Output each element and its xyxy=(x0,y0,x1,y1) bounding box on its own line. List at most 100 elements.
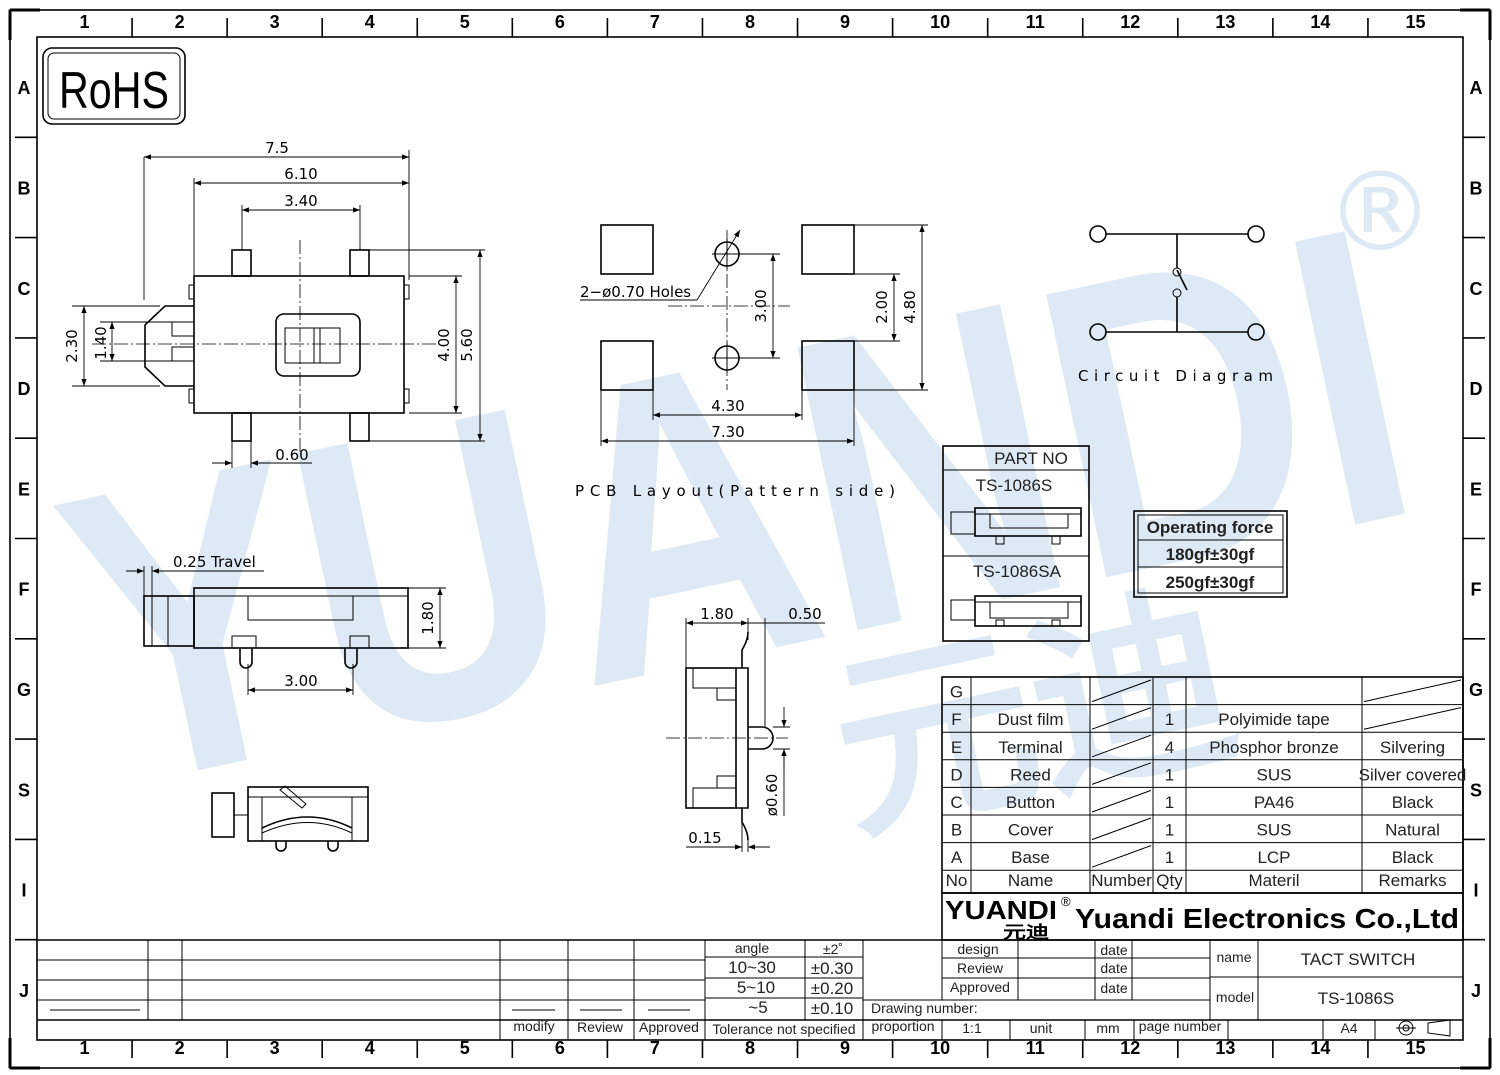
row-marker-J: J xyxy=(19,981,29,1001)
section-view xyxy=(211,785,369,852)
bom-qty-b: 1 xyxy=(1165,821,1174,840)
row-marker-E: E xyxy=(18,479,30,499)
date-label-3: date xyxy=(1100,980,1127,996)
review-label: Review xyxy=(577,1019,624,1035)
bom-no-a: A xyxy=(951,848,963,867)
part-no-table: PART NO TS-1086S TS-1086SA xyxy=(942,445,1090,642)
bom-name-b: Cover xyxy=(1008,821,1054,840)
name-value: TACT SWITCH xyxy=(1301,950,1416,969)
dim-pcb-3-00: 3.00 xyxy=(752,289,770,322)
bom-name-c: Button xyxy=(1006,793,1055,812)
bom-name-f: Dust film xyxy=(997,710,1063,729)
column-marker-11: 11 xyxy=(1026,12,1045,32)
bom-qty-d: 1 xyxy=(1165,765,1174,784)
dim-3-40: 3.40 xyxy=(284,192,317,210)
paper-size: A4 xyxy=(1340,1020,1357,1036)
dim-1-40: 1.40 xyxy=(92,326,110,359)
dim-end-0-15: 0.15 xyxy=(688,829,721,847)
row-marker-F: F xyxy=(19,580,30,600)
dim-6-10: 6.10 xyxy=(284,165,317,183)
design-label: design xyxy=(957,941,998,957)
bom-no-f: F xyxy=(951,710,961,729)
tol-5-range: ~5 xyxy=(748,998,767,1017)
column-marker-12: 12 xyxy=(1120,1038,1140,1058)
row-marker-B: B xyxy=(18,178,31,198)
bom-header-name: Name xyxy=(1008,871,1053,890)
watermark-registered: ® xyxy=(1325,148,1435,276)
bom-qty-a: 1 xyxy=(1165,848,1174,867)
bom-header-no: No xyxy=(946,871,968,890)
bom-header-remarks: Remarks xyxy=(1378,871,1446,890)
tol-5-value: ±0.10 xyxy=(811,999,853,1018)
bom-material-e: Phosphor bronze xyxy=(1209,738,1338,757)
bom-material-b: SUS xyxy=(1257,821,1292,840)
review2-label: Review xyxy=(957,960,1004,976)
column-marker-7: 7 xyxy=(650,12,660,32)
column-marker-10: 10 xyxy=(930,12,950,32)
bom-material-a: LCP xyxy=(1257,848,1290,867)
bom-header-number: Number xyxy=(1091,871,1152,890)
column-marker-5: 5 xyxy=(460,12,470,32)
bom-header-qty: Qty xyxy=(1156,871,1183,890)
row-marker-C: C xyxy=(1470,279,1483,299)
operating-force-180: 180gf±30gf xyxy=(1166,545,1255,564)
column-marker-8: 8 xyxy=(745,12,755,32)
company-logo: YUANDI xyxy=(945,895,1057,925)
column-marker-5: 5 xyxy=(460,1038,470,1058)
row-marker-E: E xyxy=(1470,479,1482,499)
column-marker-7: 7 xyxy=(650,1038,660,1058)
dim-holes: 2−ø0.70 Holes xyxy=(580,283,691,301)
row-marker-A: A xyxy=(1470,78,1483,98)
column-marker-4: 4 xyxy=(365,12,375,32)
row-marker-D: D xyxy=(1470,379,1483,399)
part-no-variant-1: TS-1086S xyxy=(976,476,1053,495)
bom-material-c: PA46 xyxy=(1254,793,1294,812)
company-logo-registered: ® xyxy=(1061,894,1071,909)
row-marker-S: S xyxy=(18,780,30,800)
date-label-1: date xyxy=(1100,942,1127,958)
bom-remarks-b: Natural xyxy=(1385,821,1440,840)
column-marker-2: 2 xyxy=(175,1038,185,1058)
part-no-variant-2: TS-1086SA xyxy=(973,562,1062,581)
approved-label: Approved xyxy=(639,1019,699,1035)
tolerance-note: Tolerance not specified xyxy=(712,1021,855,1037)
modify-label: modify xyxy=(513,1018,554,1034)
bom-no-d: D xyxy=(950,765,962,784)
row-marker-G: G xyxy=(1469,680,1483,700)
column-marker-3: 3 xyxy=(270,12,280,32)
bom-no-g: G xyxy=(950,683,963,702)
bom-remarks-d: Silver covered xyxy=(1359,765,1467,784)
part-no-header: PART NO xyxy=(994,449,1068,468)
bom-remarks-c: Black xyxy=(1392,793,1434,812)
dim-side-3-00: 3.00 xyxy=(284,672,317,690)
bom-name-d: Reed xyxy=(1010,765,1051,784)
bom-qty-c: 1 xyxy=(1165,793,1174,812)
bom-no-e: E xyxy=(951,738,962,757)
column-marker-6: 6 xyxy=(555,1038,565,1058)
dim-4-00: 4.00 xyxy=(435,328,453,361)
bom-remarks-e: Silvering xyxy=(1380,738,1445,757)
column-markers: 1122334455667788991010111112121313141415… xyxy=(80,12,1425,1058)
column-marker-12: 12 xyxy=(1120,12,1140,32)
column-marker-2: 2 xyxy=(175,12,185,32)
bom-name-a: Base xyxy=(1011,848,1050,867)
dim-pcb-7-30: 7.30 xyxy=(711,423,744,441)
title-block: angle ±2˚ 10~30 ±0.30 5~10 ±0.20 ~5 ±0.1… xyxy=(37,939,1463,1040)
tol-angle-value: ±2˚ xyxy=(823,941,843,957)
operating-force-header: Operating force xyxy=(1147,518,1274,537)
rohs-label: RoHS xyxy=(59,62,169,120)
row-marker-J: J xyxy=(1471,981,1481,1001)
rohs-badge: RoHS xyxy=(42,47,186,125)
date-label-2: date xyxy=(1100,960,1127,976)
bom-no-b: B xyxy=(951,821,962,840)
row-marker-I: I xyxy=(21,881,26,901)
column-marker-8: 8 xyxy=(745,1038,755,1058)
row-marker-S: S xyxy=(1470,780,1482,800)
company-logo-cn: 元迪 xyxy=(1003,922,1049,942)
model-value: TS-1086S xyxy=(1318,989,1395,1008)
tol-angle-range: angle xyxy=(735,940,769,956)
row-marker-A: A xyxy=(18,78,31,98)
tol-10-30-value: ±0.30 xyxy=(811,959,853,978)
